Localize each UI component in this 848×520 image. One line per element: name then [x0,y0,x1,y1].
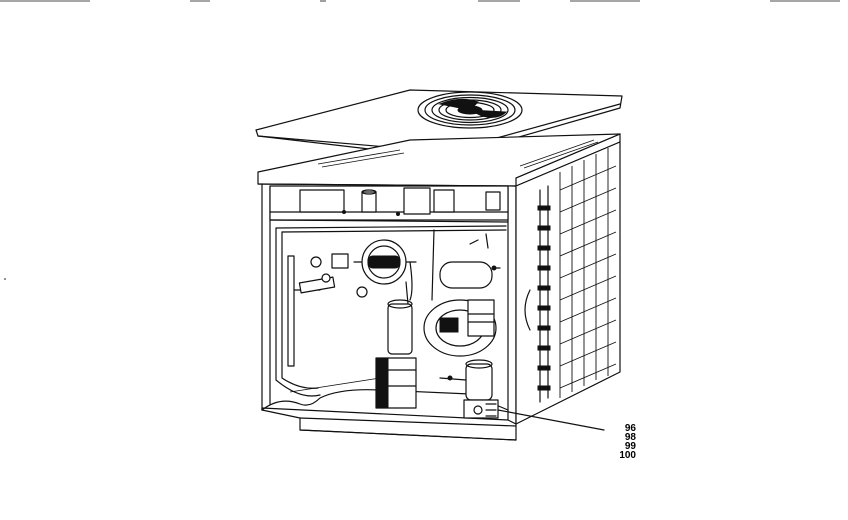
relay [403,187,431,215]
fan-grille [417,91,523,129]
transformer [433,189,455,213]
callout-label-group: 96 98 99 100 [596,423,636,461]
callout-label: 100 [619,450,636,461]
scan-artifacts [0,0,840,280]
terminal-block [463,399,499,419]
start-capacitor [439,359,493,401]
left-refrigerant-line [287,253,349,367]
condenser-fan-capacitor [375,357,417,409]
coil-grille [559,148,617,398]
callout-leader-line [497,409,605,431]
callout-label: 99 [624,441,636,452]
reversing-valve [353,239,417,301]
coil-tube-bends [524,185,551,403]
accumulator [439,233,501,289]
condenser-coil-side [515,141,621,425]
capacitor [361,191,377,213]
compressor [387,281,497,357]
callout-label: 96 [624,423,636,434]
callout-label: 98 [624,432,636,443]
contactor [299,189,345,213]
